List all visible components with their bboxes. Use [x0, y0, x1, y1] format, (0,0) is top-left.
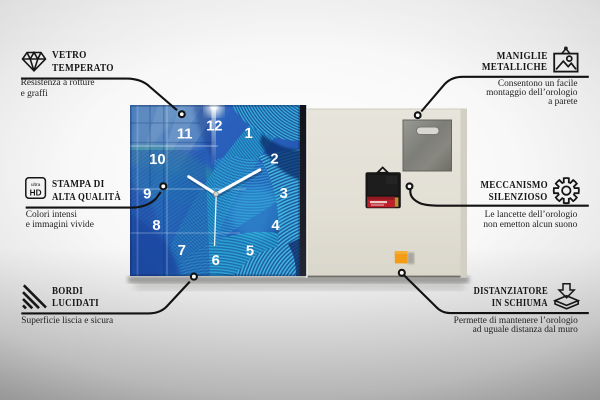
svg-text:7: 7 — [178, 243, 186, 259]
svg-text:1: 1 — [244, 126, 252, 142]
svg-text:9: 9 — [143, 186, 151, 202]
svg-text:2: 2 — [270, 152, 278, 168]
svg-text:6: 6 — [212, 253, 220, 269]
svg-text:3: 3 — [280, 186, 288, 202]
svg-text:HD: HD — [30, 188, 42, 197]
svg-text:12: 12 — [206, 118, 222, 134]
svg-text:4: 4 — [271, 218, 280, 234]
svg-text:10: 10 — [149, 152, 165, 168]
svg-text:8: 8 — [152, 218, 160, 234]
svg-text:ultra: ultra — [31, 182, 41, 188]
svg-text:11: 11 — [177, 126, 193, 142]
svg-text:5: 5 — [246, 243, 254, 259]
